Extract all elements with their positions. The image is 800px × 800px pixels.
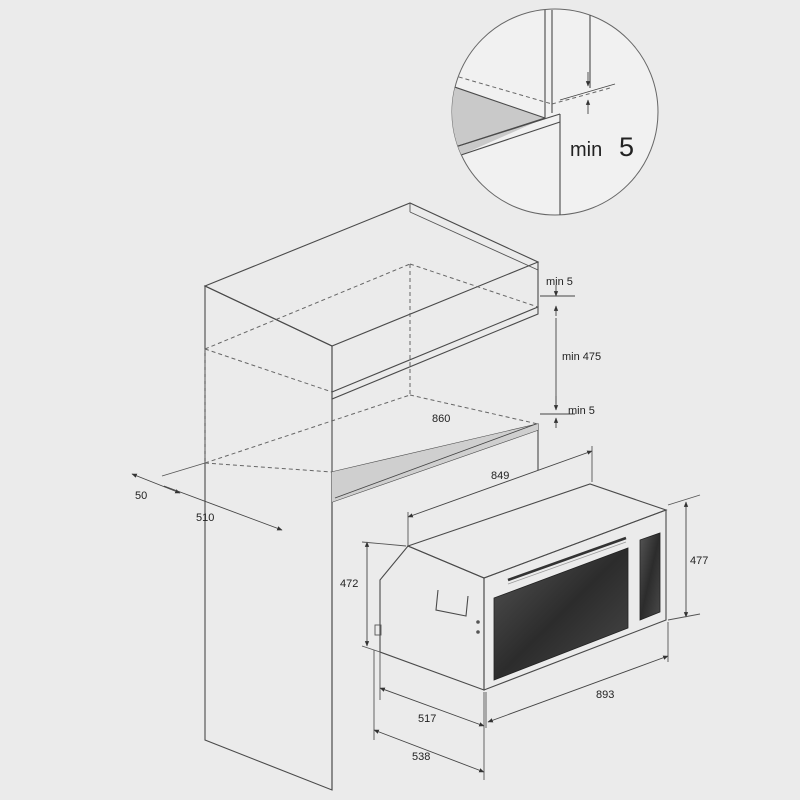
body-height-label: 472 [340,578,358,590]
top-gap-label: min 5 [546,276,573,288]
total-depth-label: 538 [412,751,430,763]
detail-gap-prefix: min [570,139,602,161]
niche-height-label: min 475 [562,351,601,363]
bottom-gap-label: min 5 [568,405,595,417]
rear-gap-label: 50 [135,490,147,502]
niche-width-label: 860 [432,413,450,425]
front-height-label: 477 [690,555,708,567]
cabinet [203,202,540,791]
detail-magnifier [451,8,659,216]
oven [374,483,668,691]
front-width-label: 893 [596,689,614,701]
detail-gap-value: 5 [619,132,634,162]
trim-width-label: 849 [491,470,509,482]
dimension-labels: min 5 min 5 min 475 min 5 860 50 510 849… [135,132,708,763]
body-depth-label: 517 [418,713,436,725]
cabinet-depth-label: 510 [196,512,214,524]
dimension-lines [131,285,701,780]
